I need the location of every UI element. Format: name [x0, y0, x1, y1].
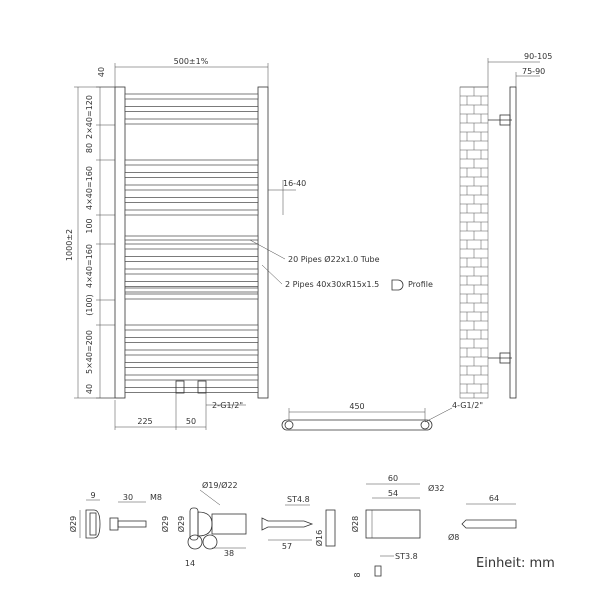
group-label-5: 4×40=160 [85, 244, 94, 288]
cross-pipe [124, 281, 259, 287]
plug-part: 64 Ø8 [448, 494, 517, 542]
wall-outline [459, 86, 489, 399]
group-label-1: 2×40=120 [85, 95, 94, 139]
side-view: 90-105 75-90 [459, 52, 552, 399]
right-rail [257, 86, 269, 399]
cross-pipe [124, 293, 259, 300]
cross-pipe [124, 349, 259, 356]
sleeve-d-label: Ø32 [428, 483, 444, 493]
group-label-4: 100 [85, 218, 94, 233]
wood-screw-part: 57 ST4.8 [261, 495, 314, 551]
bracket-d-left-label: Ø29 [160, 516, 170, 532]
cross-pipe [124, 93, 259, 100]
width-label: 500±1% [174, 57, 209, 66]
screw-len-label: 30 [123, 493, 133, 502]
unit-label: Einheit: mm [476, 556, 555, 571]
bracket-d-inner-label: Ø29 [176, 516, 186, 532]
cross-pipe [124, 172, 259, 178]
side-rail [509, 86, 517, 399]
bracket-part: Ø19/Ø22 Ø29 Ø29 38 14 [160, 480, 247, 568]
wood-screw-len-label: 57 [282, 542, 292, 551]
side-offset-label: 16-40 [283, 179, 306, 188]
wood-screw-label: ST4.8 [287, 495, 310, 504]
pipes-note: 20 Pipes Ø22x1.0 Tube [288, 254, 380, 264]
plug-d-label: Ø8 [448, 532, 459, 542]
cross-pipe [124, 243, 259, 250]
wall-bricks [460, 86, 488, 398]
group-label-7: 5×40=200 [85, 330, 94, 374]
profile-bar [124, 287, 259, 293]
group-label-8: 40 [85, 384, 94, 394]
cross-pipe [124, 209, 259, 216]
thread-label: 4-G1/2" [452, 401, 483, 410]
sleeve-len-label: 60 [388, 474, 398, 483]
screw-thread-label: M8 [150, 493, 162, 502]
inlet-valve-right [197, 380, 207, 394]
cross-pipe [124, 362, 259, 368]
cross-pipe [124, 387, 259, 393]
group-label-2: 80 [85, 143, 94, 153]
cross-pipe [124, 256, 259, 262]
cap-d-label: Ø29 [68, 516, 78, 532]
depth-inner-label: 75-90 [522, 67, 545, 76]
parts-row: Ø29 9 30 M8 Ø19/Ø22 Ø29 Ø29 38 14 [68, 474, 517, 578]
dowel-part: Ø16 [314, 509, 336, 547]
cross-pipes [124, 93, 259, 393]
profile-suffix: Profile [408, 280, 433, 289]
bottom-view: 450 4-G1/2" [281, 401, 483, 431]
cross-pipe [124, 118, 259, 125]
cross-pipe [124, 337, 259, 343]
sleeve-left-d-label: Ø28 [350, 516, 360, 532]
cross-pipe [124, 184, 259, 191]
bracket-d-top-label: Ø19/Ø22 [202, 480, 238, 490]
inlet-valve-left [175, 380, 185, 394]
bracket-w-label: 14 [185, 559, 195, 568]
machine-screw-part: 30 M8 [109, 493, 162, 531]
cap-part: Ø29 9 [68, 491, 101, 539]
profile-bar [124, 235, 259, 241]
dowel-d-label: Ø16 [314, 530, 324, 546]
front-view: 500±1% 40 1000±2 2×40=120 80 4×40=160 10… [65, 57, 433, 430]
sleeve-inner-label: 54 [388, 489, 398, 498]
cross-pipe [124, 374, 259, 381]
cross-pipe [124, 106, 259, 112]
sleeve-part: 60 54 Ø32 Ø28 ST3.8 8 [350, 474, 444, 578]
height-label: 1000±2 [65, 229, 74, 261]
small-screw-len-label: 8 [353, 572, 362, 577]
bottom-pipe [281, 419, 433, 431]
cross-pipe [124, 159, 259, 166]
offset-top-label: 40 [97, 67, 106, 77]
plug-len-label: 64 [489, 494, 499, 503]
bottom-center-label: 50 [186, 417, 196, 426]
left-rail [114, 86, 126, 399]
small-screw-label: ST3.8 [395, 552, 418, 561]
profile-shape-icon [391, 279, 404, 291]
depth-outer-label: 90-105 [524, 52, 552, 61]
cap-w-label: 9 [90, 491, 95, 500]
length-label: 450 [349, 402, 364, 411]
profile-note: 2 Pipes 40x30xR15x1.5 [285, 280, 379, 289]
cross-pipe [124, 268, 259, 275]
inlet-label: 2-G1/2" [212, 401, 243, 410]
cross-pipe [124, 324, 259, 331]
bottom-left-label: 225 [137, 417, 152, 426]
bracket-len-label: 38 [224, 549, 234, 558]
group-label-3: 4×40=160 [85, 166, 94, 210]
group-label-6: (100) [85, 294, 94, 316]
cross-pipe [124, 197, 259, 203]
